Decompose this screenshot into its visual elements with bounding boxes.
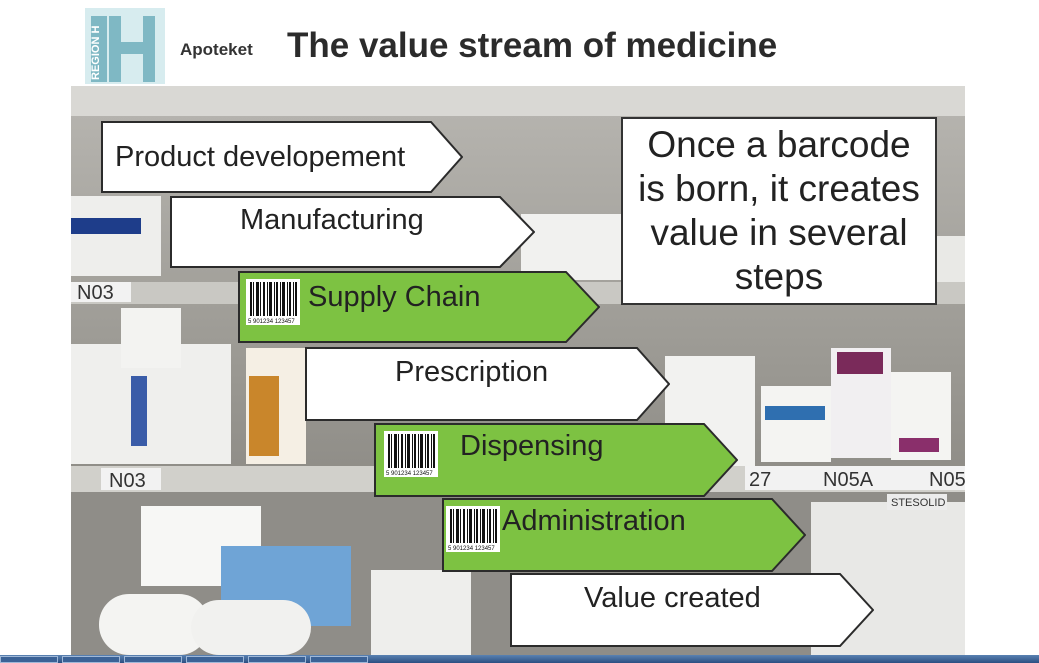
step-label: Manufacturing [240,203,424,236]
barcode-digits: 5 901234 123457 [448,546,495,552]
step-manufacturing: Manufacturing [170,196,535,268]
step-value-created: Value created [510,573,874,647]
taskbar-button[interactable] [186,656,244,663]
step-label: Prescription [395,355,549,388]
taskbar-button[interactable] [310,656,368,663]
page-title: The value stream of medicine [287,26,778,65]
svg-text:N03: N03 [109,470,146,492]
step-administration: 5 901234 123457 Administration [442,498,806,572]
chevron-shape [170,196,535,268]
barcode-icon: 5 901234 123457 [384,431,438,477]
callout-box: Once a barcode is born, it creates value… [621,117,937,305]
svg-text:N03: N03 [77,282,114,304]
step-supply-chain: 5 901234 123457 Supply Chain [238,271,600,343]
svg-text:N05A: N05A [823,469,874,491]
taskbar-button[interactable] [124,656,182,663]
svg-text:27: 27 [749,469,771,491]
step-label: Supply Chain [308,280,481,313]
chevron-shape [374,423,738,497]
step-product-development: Product developement [101,121,463,193]
callout-text: Once a barcode is born, it creates value… [638,124,920,297]
step-label: Value created [584,581,761,614]
taskbar [0,655,1039,663]
brand-name: Apoteket [180,40,253,59]
logo-text: REGION H [90,26,102,80]
region-h-logo: REGION H [85,8,165,84]
step-dispensing: 5 901234 123457 Dispensing [374,423,738,497]
taskbar-button[interactable] [62,656,120,663]
chevron-shape [305,347,670,421]
chevron-shape [510,573,874,647]
step-label: Dispensing [460,429,604,462]
chevron-shape [101,121,463,193]
barcode-icon: 5 901234 123457 [446,506,500,552]
barcode-icon: 5 901234 123457 [246,279,300,325]
barcode-digits: 5 901234 123457 [386,471,433,477]
step-prescription: Prescription [305,347,670,421]
barcode-digits: 5 901234 123457 [248,319,295,325]
chevron-shape [442,498,806,572]
chevron-shape [238,271,600,343]
svg-text:STESOLID: STESOLID [891,497,945,509]
taskbar-button[interactable] [248,656,306,663]
taskbar-button[interactable] [0,656,58,663]
step-label: Administration [502,504,686,537]
step-label: Product developement [115,140,406,173]
svg-text:N05: N05 [929,469,965,491]
